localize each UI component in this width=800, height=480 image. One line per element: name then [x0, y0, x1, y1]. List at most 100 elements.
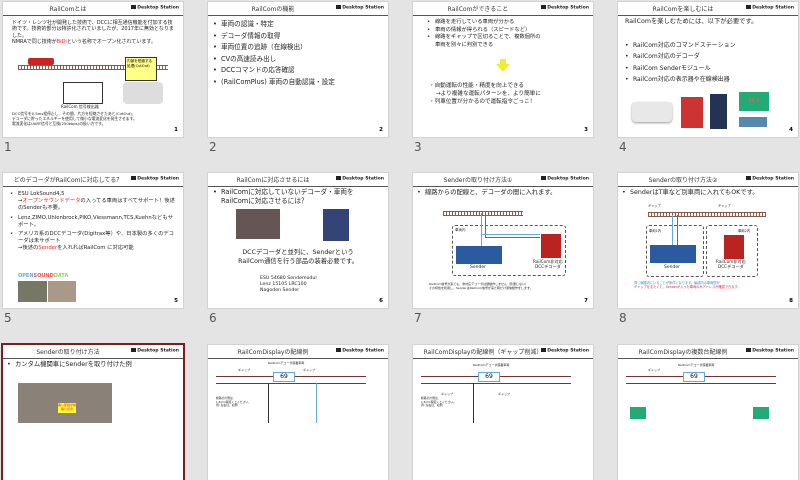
callout: 黒い配線が線路に接合	[58, 403, 77, 413]
train-icon	[131, 5, 137, 9]
diagram-label: RailComデコーダ搭載車両	[268, 361, 305, 365]
train-image	[28, 58, 54, 65]
car-boundary	[452, 225, 566, 276]
logo: Desktop Station	[336, 5, 384, 10]
slide-number: 6	[209, 311, 217, 325]
car-label: 車両内	[455, 228, 466, 232]
bullet-list: RailCom対応のコマンドステーション RailCom対応のデコーダ Rail…	[625, 40, 736, 85]
slide-title: Senderの取り付け方法②	[648, 177, 718, 184]
slide-number: 8	[619, 311, 627, 325]
bullet-list: ESU LokSound4,5→オープンサウンドデータの入ってる車両はすべてサポ…	[10, 191, 175, 253]
wire	[316, 383, 317, 423]
slide-paragraph: ドイツ・レンツ社が開発した技術で、DCCに相互通信機能を付加する技術です。技術的…	[12, 20, 174, 46]
slide-title-bar: RailComDisplayの配線例（ギャップ削減）Desktop Statio…	[413, 345, 593, 359]
bullet-item: Lenz,ZIMO,Uhlenbrock,PIKO,Viessmann,TCS,…	[10, 215, 175, 229]
down-arrow-shaft	[500, 59, 506, 64]
bullet-item: ESU LokSound4,5→オープンサウンドデータの入ってる車両はすべてサポ…	[10, 191, 175, 213]
logo: Desktop Station	[746, 348, 794, 353]
logo: Desktop Station	[746, 5, 794, 10]
slide-number: 2	[209, 140, 217, 154]
slide-title: RailComの機能	[251, 6, 295, 13]
train-icon	[336, 5, 342, 9]
slide-title-bar: Senderの取り付け方法 Desktop Station	[3, 345, 183, 359]
diagram-label: RailCom 信号検出器	[61, 104, 99, 109]
page-number: 3	[584, 127, 588, 133]
page-number: 1	[174, 127, 178, 133]
command-station-image	[123, 82, 163, 104]
slide-title-bar: どのデコーダがRailComに対応してる？Desktop Station	[3, 173, 183, 187]
decoder-board	[724, 235, 744, 259]
sender-label: Sender	[470, 265, 486, 270]
osd-logo: OPENSOUNDDATA	[18, 273, 69, 279]
train-photo	[18, 281, 47, 302]
car-label: 車両1内	[649, 229, 661, 233]
address-display: 69	[273, 372, 295, 382]
page-number: 6	[379, 298, 383, 304]
train-icon	[336, 348, 342, 352]
train-icon	[541, 348, 547, 352]
diagram-label: RailComデコーダ搭載車両	[678, 363, 715, 367]
bullet-item: 車両の認識・特定	[213, 19, 335, 31]
diagram-note: 線路の片側は、1.5mm程度くとください。例: 左右は、右側	[421, 396, 456, 408]
gap-label: ギャップ	[498, 392, 511, 396]
rail-track	[648, 212, 766, 217]
display-board	[630, 407, 646, 419]
bullet-list: カンタム機関車にSenderを取り付けた例	[7, 360, 132, 370]
page-number: 8	[789, 298, 793, 304]
logo: Desktop Station	[336, 176, 384, 181]
car-boundary	[646, 225, 704, 277]
slide-title: RailComDisplayの配線例（ギャップ削減）	[423, 349, 543, 356]
wire	[268, 383, 269, 423]
bullet-item: 車両位置の追跡（在線検出）	[213, 42, 335, 54]
slide-footnote: RailCom信号が来ても、非対応デコーダは誤動作しません（影響しない）その特性…	[429, 282, 533, 291]
sender-board	[456, 246, 502, 264]
car-boundary	[706, 225, 758, 277]
slide-title: RailComに対応させるには	[236, 177, 310, 184]
wire	[672, 215, 673, 247]
wire	[485, 237, 540, 238]
sender-label: Sender	[664, 265, 680, 270]
slide-thumbnail-3[interactable]: RailComができること Desktop Station 線路を走行している車両…	[413, 2, 593, 137]
slide-footnote: DCC信号を0.5ms程停止し、その間、片方を短絡させたあと(CutOut)、デ…	[12, 111, 137, 126]
slide-number: 5	[4, 311, 12, 325]
down-arrow-icon	[496, 64, 510, 72]
bullet-item: CVの高速読み出し	[213, 54, 335, 66]
intro-text: RailComを楽しむためには、以下が必要です。	[625, 18, 758, 25]
sender-photo	[323, 209, 349, 241]
logo: Desktop Station	[541, 5, 589, 10]
slide-title: RailComができること	[447, 6, 509, 13]
gap-label: ギャップ	[441, 392, 454, 396]
slide-thumbnail-5[interactable]: どのデコーダがRailComに対応してる？Desktop Station ESU…	[3, 173, 183, 308]
slide-title: Senderの取り付け方法	[36, 349, 100, 356]
bullet-item: RailCom Senderモジュール	[625, 63, 736, 75]
logo: Desktop Station	[131, 348, 179, 353]
rail-track	[18, 65, 168, 70]
wire	[473, 383, 474, 423]
logo: Desktop Station	[541, 348, 589, 353]
page-number: 5	[174, 298, 178, 304]
bullet-list: 線路を走行している車両が分かる 車両の情報が得られる（スピードなど） 線路をギャ…	[427, 19, 541, 49]
bullet-item-continued: 車両を別々に判別できる	[435, 41, 494, 48]
rail	[216, 383, 366, 384]
train-icon	[746, 5, 752, 9]
slide-number: 7	[414, 311, 422, 325]
sender-image	[710, 94, 727, 129]
bullet-item: RailCom対応のコマンドステーション	[625, 40, 736, 52]
logo: Desktop Station	[746, 176, 794, 181]
train-icon	[131, 348, 137, 352]
train-icon	[746, 348, 752, 352]
sender-photo	[236, 209, 280, 239]
diagram-label: RailComデコーダ搭載車両	[473, 363, 510, 367]
